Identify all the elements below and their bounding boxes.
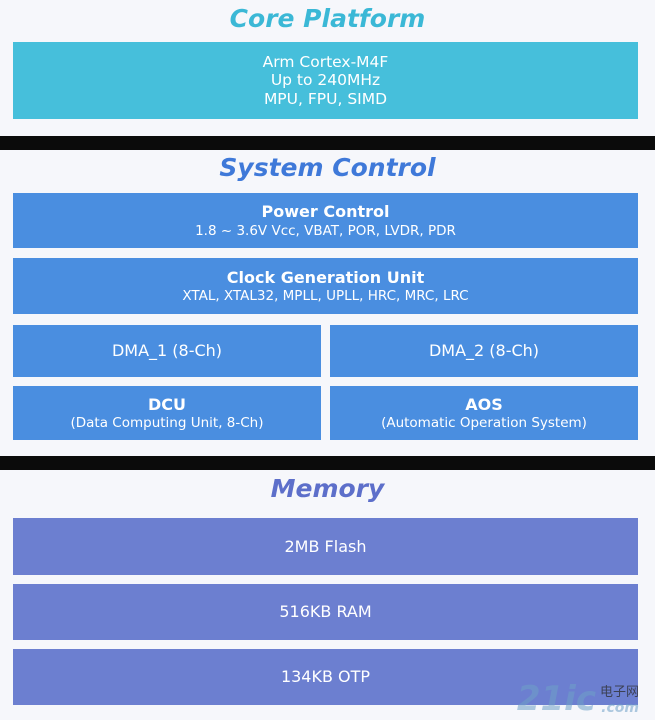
dma-2-label: DMA_2 (8-Ch) bbox=[428, 341, 540, 361]
power-control-label: Power Control bbox=[261, 202, 390, 222]
memory-title: Memory bbox=[270, 474, 385, 503]
dma-1-label: DMA_1 (8-Ch) bbox=[111, 341, 223, 361]
ram-block: 516KB RAM bbox=[13, 584, 638, 640]
memory-panel: Memory 2MB Flash 516KB RAM 134KB OTP bbox=[0, 470, 655, 720]
watermark-brand: 21ic bbox=[516, 679, 596, 719]
system-control-title: System Control bbox=[219, 153, 436, 182]
watermark-cn: 电子网 bbox=[599, 685, 639, 700]
power-control-detail: 1.8 ~ 3.6V Vcc, VBAT, POR, LVDR, PDR bbox=[195, 222, 456, 239]
system-control-panel: System Control Power Control 1.8 ~ 3.6V … bbox=[0, 150, 655, 456]
clock-generation-detail: XTAL, XTAL32, MPLL, UPLL, HRC, MRC, LRC bbox=[182, 288, 469, 304]
dcu-detail: (Data Computing Unit, 8-Ch) bbox=[70, 415, 264, 431]
flash-label: 2MB Flash bbox=[284, 536, 367, 556]
watermark-com: .com bbox=[601, 700, 639, 716]
aos-label: AOS bbox=[465, 394, 503, 414]
dma-2-block: DMA_2 (8-Ch) bbox=[330, 325, 638, 377]
otp-label: 134KB OTP bbox=[280, 667, 371, 687]
power-control-block: Power Control 1.8 ~ 3.6V Vcc, VBAT, POR,… bbox=[13, 193, 638, 248]
core-line-2: Up to 240MHz bbox=[270, 71, 381, 90]
clock-generation-label: Clock Generation Unit bbox=[226, 267, 425, 287]
core-platform-title: Core Platform bbox=[229, 4, 426, 33]
clock-generation-block: Clock Generation Unit XTAL, XTAL32, MPLL… bbox=[13, 258, 638, 314]
cortex-m4f-block: Arm Cortex-M4F Up to 240MHz MPU, FPU, SI… bbox=[13, 42, 638, 119]
watermark-logo: 21ic 电子网 .com bbox=[517, 681, 639, 716]
ram-label: 516KB RAM bbox=[279, 602, 372, 622]
aos-block: AOS (Automatic Operation System) bbox=[330, 386, 638, 440]
core-line-1: Arm Cortex-M4F bbox=[262, 52, 389, 71]
dcu-label: DCU bbox=[147, 394, 186, 414]
core-platform-panel: Core Platform Arm Cortex-M4F Up to 240MH… bbox=[0, 0, 655, 136]
dma-1-block: DMA_1 (8-Ch) bbox=[13, 325, 321, 377]
core-line-3: MPU, FPU, SIMD bbox=[263, 89, 388, 108]
aos-detail: (Automatic Operation System) bbox=[381, 415, 587, 431]
dcu-block: DCU (Data Computing Unit, 8-Ch) bbox=[13, 386, 321, 440]
otp-block: 134KB OTP bbox=[13, 649, 638, 705]
flash-block: 2MB Flash bbox=[13, 518, 638, 575]
